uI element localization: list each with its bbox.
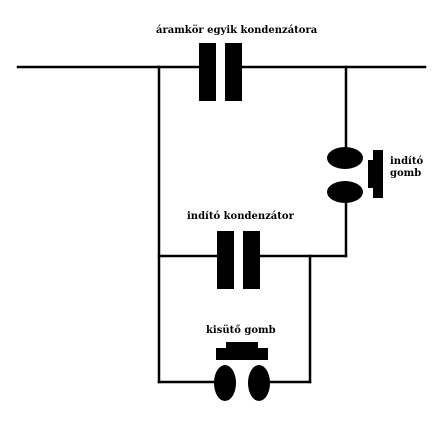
start-button-actuator-cap bbox=[368, 160, 373, 188]
main-capacitor bbox=[199, 43, 242, 101]
discharge-button-actuator-bar bbox=[216, 348, 268, 360]
main-capacitor-plate-right bbox=[225, 43, 242, 101]
start-button-contact-top bbox=[327, 147, 363, 169]
start-capacitor bbox=[217, 231, 260, 289]
start-capacitor-plate-left bbox=[217, 231, 234, 289]
start-capacitor-label: indító kondenzátor bbox=[187, 211, 294, 222]
discharge-button-label: kisütő gomb bbox=[206, 325, 276, 336]
start-button-label: indító gomb bbox=[390, 156, 424, 179]
discharge-button bbox=[214, 342, 270, 401]
start-capacitor-plate-right bbox=[243, 231, 260, 289]
discharge-button-contact-left bbox=[214, 365, 236, 401]
start-button-contact-bottom bbox=[327, 181, 363, 203]
start-button-actuator-bar bbox=[373, 150, 383, 198]
main-capacitor-plate-left bbox=[199, 43, 216, 101]
discharge-button-contact-right bbox=[248, 365, 270, 401]
main-capacitor-label: áramkör egyik kondenzátora bbox=[156, 25, 318, 36]
discharge-button-actuator-cap bbox=[226, 342, 258, 348]
start-button bbox=[327, 147, 383, 203]
